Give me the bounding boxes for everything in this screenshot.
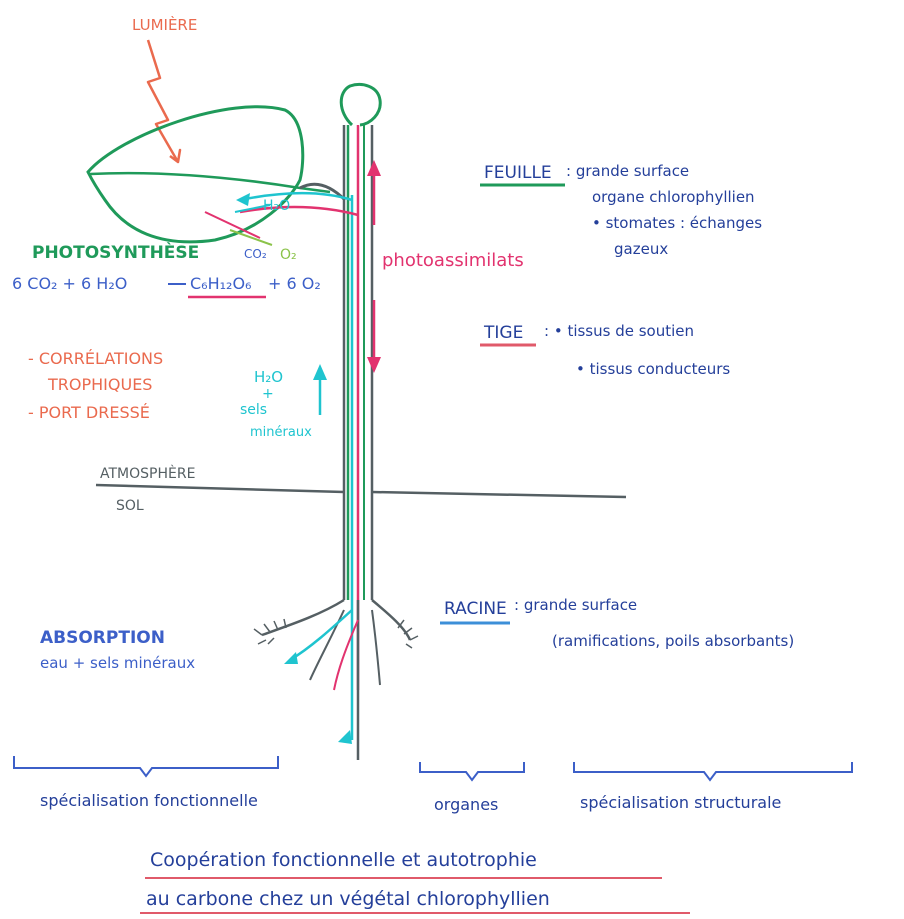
root-note-title: RACINE (444, 599, 507, 619)
root-note-line2: (ramifications, poils absorbants) (552, 632, 794, 650)
leaf-note-line4: gazeux (614, 240, 668, 258)
root-pink-branch (334, 620, 358, 690)
bracket-structural (574, 762, 852, 780)
caption-line1: Coopération fonctionnelle et autotrophie (150, 849, 537, 871)
ground-above-label: ATMOSPHÈRE (100, 465, 195, 482)
caption-line2: au carbone chez un végétal chlorophyllie… (146, 888, 550, 910)
root-right-inner (372, 610, 380, 685)
leaf-note-line3: • stomates : échanges (592, 214, 762, 232)
ground-below-label: SOL (116, 498, 144, 514)
sap-salts1: sels (240, 402, 267, 418)
light-bolt (148, 40, 180, 162)
stem-bud (341, 85, 380, 125)
stem-note-line1: : • tissus de soutien (544, 322, 694, 340)
leaf-note-title: FEUILLE (484, 163, 552, 183)
sap-plus: + (262, 386, 274, 402)
bracket-organs-label: organes (434, 795, 498, 814)
root-note-line1: : grande surface (514, 596, 637, 614)
photosynthesis-eq-left: 6 CO₂ + 6 H₂O (12, 274, 127, 293)
photosynthesis-eq-product: C₆H₁₂O₆ (190, 274, 251, 293)
root-hairs-left (254, 619, 286, 644)
bracket-functional-label: spécialisation fonctionnelle (40, 791, 258, 810)
h2o-label: H₂O (263, 198, 290, 214)
photosynthesis-title: PHOTOSYNTHÈSE (32, 241, 199, 263)
phloem-label: photoassimilats (382, 250, 524, 271)
bracket-functional (14, 756, 278, 776)
root-cyan-arrow2 (338, 730, 352, 744)
sap-salts2: minéraux (250, 425, 312, 440)
o2-arrow (230, 230, 272, 245)
absorption-line2: eau + sels minéraux (40, 654, 195, 672)
light-label: LUMIÈRE (132, 15, 197, 34)
photosynthesis-eq-right: + 6 O₂ (268, 274, 321, 293)
sap-arrow-head (313, 364, 327, 380)
sap-water: H₂O (254, 368, 283, 386)
root-cyan-arrow (284, 652, 298, 664)
absorption-line1: ABSORPTION (40, 628, 165, 648)
bracket-organs (420, 762, 524, 780)
ground-line-right (372, 492, 626, 497)
leaf-note-line1: : grande surface (566, 162, 689, 180)
leaf-flow-cyan-arrow (236, 193, 250, 206)
bracket-structural-label: spécialisation structurale (580, 793, 781, 812)
correlations-line3: - PORT DRESSÉ (28, 403, 150, 422)
correlations-line2: TROPHIQUES (47, 375, 152, 394)
phloem-arrow-down-head (367, 357, 381, 373)
leaf-note-line2: organe chlorophyllien (592, 188, 755, 206)
correlations-line1: - CORRÉLATIONS (28, 349, 163, 368)
ground-line-left (96, 485, 344, 492)
root-cyan-branch (290, 610, 352, 660)
phloem-arrow-up-head (367, 160, 381, 176)
leaf-flow-cyan (240, 193, 352, 200)
stem-note-title: TIGE (483, 323, 523, 343)
co2-label: CO₂ (244, 247, 267, 261)
stem-note-line2: • tissus conducteurs (576, 360, 730, 378)
o2-label: O₂ (280, 247, 297, 263)
